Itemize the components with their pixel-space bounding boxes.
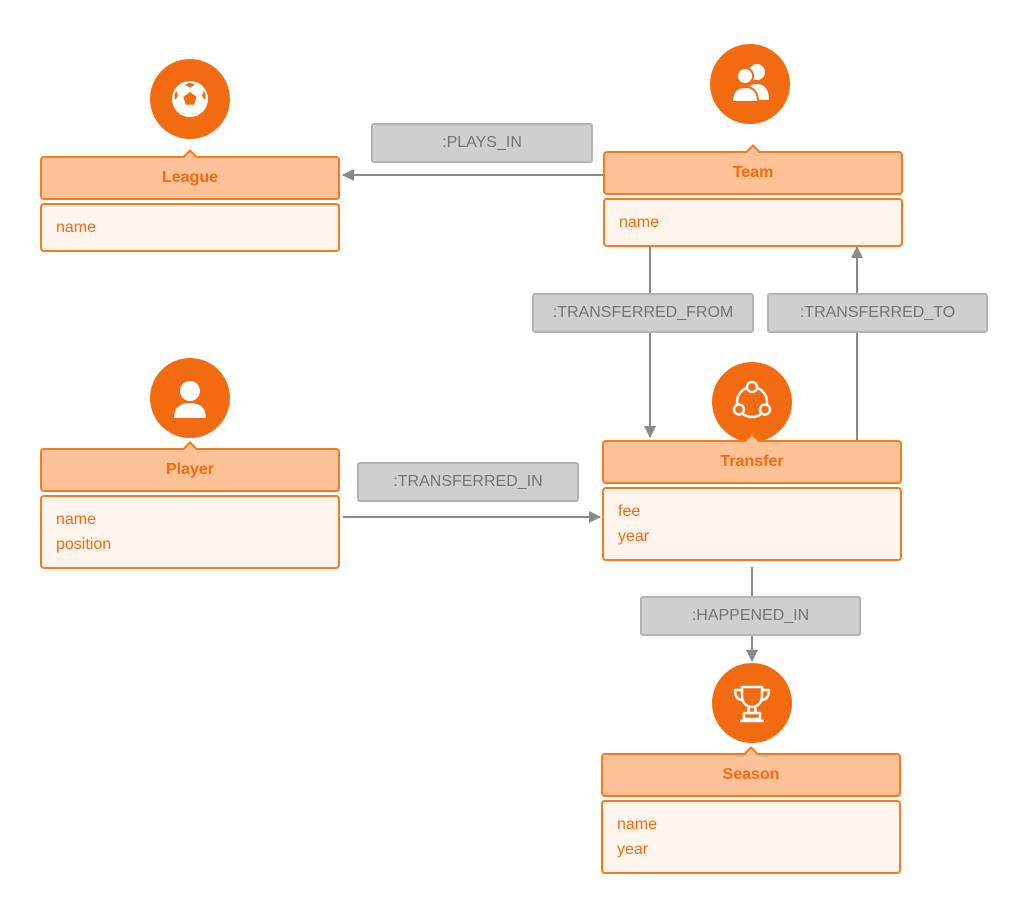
- property-name: name: [617, 816, 658, 833]
- node-player-title: Player: [40, 441, 340, 492]
- node-transfer-title: Transfer: [602, 433, 902, 484]
- property-name: name: [56, 219, 97, 236]
- node-season-properties: name year: [601, 800, 901, 874]
- trophy-icon: [712, 663, 792, 743]
- node-player[interactable]: Player name position: [40, 441, 340, 569]
- node-transfer[interactable]: Transfer fee year: [602, 433, 902, 561]
- node-league[interactable]: League name: [40, 149, 340, 252]
- property-fee: fee: [618, 503, 641, 520]
- node-league-properties: name: [40, 203, 340, 252]
- player-icon: [150, 358, 230, 438]
- property-year: year: [617, 841, 649, 858]
- edge-label-transferred-from: :TRANSFERRED_FROM: [532, 293, 754, 333]
- edge-label-plays-in: :PLAYS_IN: [371, 123, 593, 163]
- property-year: year: [618, 528, 650, 545]
- node-team[interactable]: Team name: [603, 144, 903, 247]
- node-season-title: Season: [601, 746, 901, 797]
- node-transfer-properties: fee year: [602, 487, 902, 561]
- node-league-title: League: [40, 149, 340, 200]
- node-season[interactable]: Season name year: [601, 746, 901, 874]
- node-team-properties: name: [603, 198, 903, 247]
- team-icon: [710, 44, 790, 124]
- property-position: position: [56, 536, 112, 553]
- property-name: name: [619, 214, 660, 231]
- property-name: name: [56, 511, 97, 528]
- share-cycle-icon: [712, 362, 792, 442]
- node-player-properties: name position: [40, 495, 340, 569]
- edge-label-transferred-to: :TRANSFERRED_TO: [767, 293, 988, 333]
- soccer-ball-icon: [150, 59, 230, 139]
- edge-label-transferred-in: :TRANSFERRED_IN: [357, 462, 579, 502]
- edge-label-happened-in: :HAPPENED_IN: [640, 596, 861, 636]
- node-team-title: Team: [603, 144, 903, 195]
